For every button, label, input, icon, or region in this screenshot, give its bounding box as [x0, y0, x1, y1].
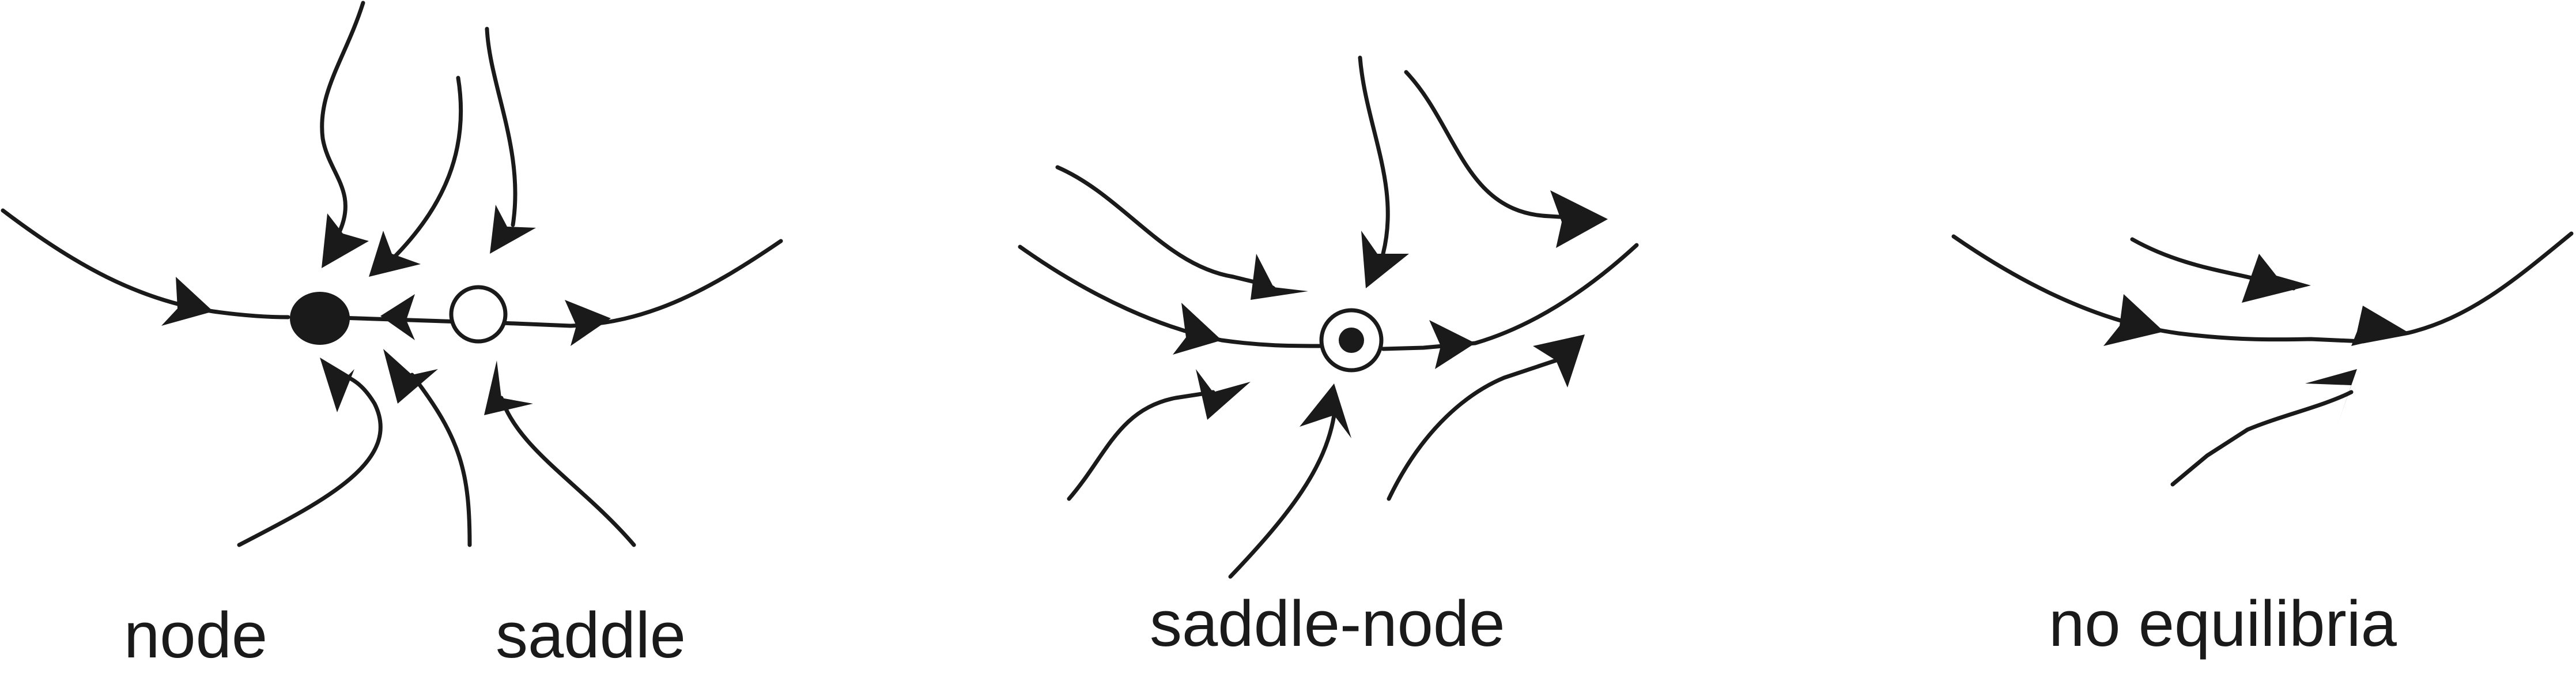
- arrow-top-wavy: [322, 213, 369, 268]
- trajectory-bottom-middle: [410, 373, 472, 547]
- ne-arrow-main-left: [2103, 294, 2164, 346]
- sn-trajectory-main-left: [1018, 245, 1322, 348]
- sn-trajectory-main-right: [1381, 243, 1639, 351]
- ne-arrow-upper: [2242, 254, 2311, 303]
- no-equilibria-label: no equilibria: [2049, 588, 2397, 660]
- sn-arrow-main-right: [1429, 320, 1475, 369]
- arrow-bottom-left: [320, 358, 354, 412]
- panel-no-equilibria: no equilibria: [1951, 231, 2574, 660]
- saddle-label: saddle: [496, 599, 686, 671]
- trajectory-top-curved: [390, 76, 463, 262]
- trajectory-right-main: [499, 239, 783, 328]
- arrow-bottom-middle: [383, 349, 438, 404]
- trajectory-bottom-right: [499, 396, 636, 547]
- arrow-bottom-right: [484, 360, 533, 415]
- node-equilibrium-dot: [290, 292, 350, 345]
- panel-saddle-node: saddle-node: [1018, 55, 1639, 660]
- saddle-node-equilibrium-dot: [1339, 328, 1364, 353]
- arrow-right-main: [565, 300, 611, 346]
- sn-trajectory-upper-left: [1055, 165, 1276, 291]
- saddle-node-label: saddle-node: [1150, 588, 1505, 660]
- sn-trajectory-lower-right: [1387, 358, 1558, 501]
- ne-trajectory-main: [1951, 231, 2574, 344]
- arrow-top-curved: [369, 231, 421, 277]
- ne-arrow-main-right: [2351, 306, 2409, 346]
- trajectory-bottom-left: [237, 375, 383, 547]
- sn-arrow-upper-left: [1251, 254, 1308, 300]
- sn-trajectory-lower-left: [1067, 390, 1215, 501]
- trajectory-top-right: [485, 27, 518, 227]
- sn-arrow-top: [1361, 231, 1409, 288]
- ne-arrow-lower: [2305, 369, 2357, 427]
- sn-arrow-bottom: [1300, 383, 1351, 438]
- sn-trajectory-upper-right: [1404, 70, 1599, 221]
- sn-arrow-upper-right: [1550, 190, 1608, 248]
- sn-arrow-main-left: [1173, 303, 1222, 355]
- node-label: node: [124, 599, 267, 671]
- trajectory-top-wavy: [320, 1, 365, 233]
- sn-arrow-lower-left: [1196, 369, 1251, 420]
- arrow-top-right: [490, 205, 536, 254]
- sn-arrow-lower-right: [1533, 334, 1585, 388]
- arrow-left-main: [161, 277, 213, 326]
- trajectory-left-main: [1, 208, 290, 319]
- sn-trajectory-top: [1358, 55, 1390, 256]
- panel-node-saddle: node saddle: [1, 1, 783, 671]
- saddle-equilibrium-circle: [449, 285, 508, 344]
- ne-trajectory-lower: [2170, 390, 2354, 487]
- sn-trajectory-bottom: [1228, 413, 1336, 579]
- arrow-between-node-saddle: [380, 294, 415, 340]
